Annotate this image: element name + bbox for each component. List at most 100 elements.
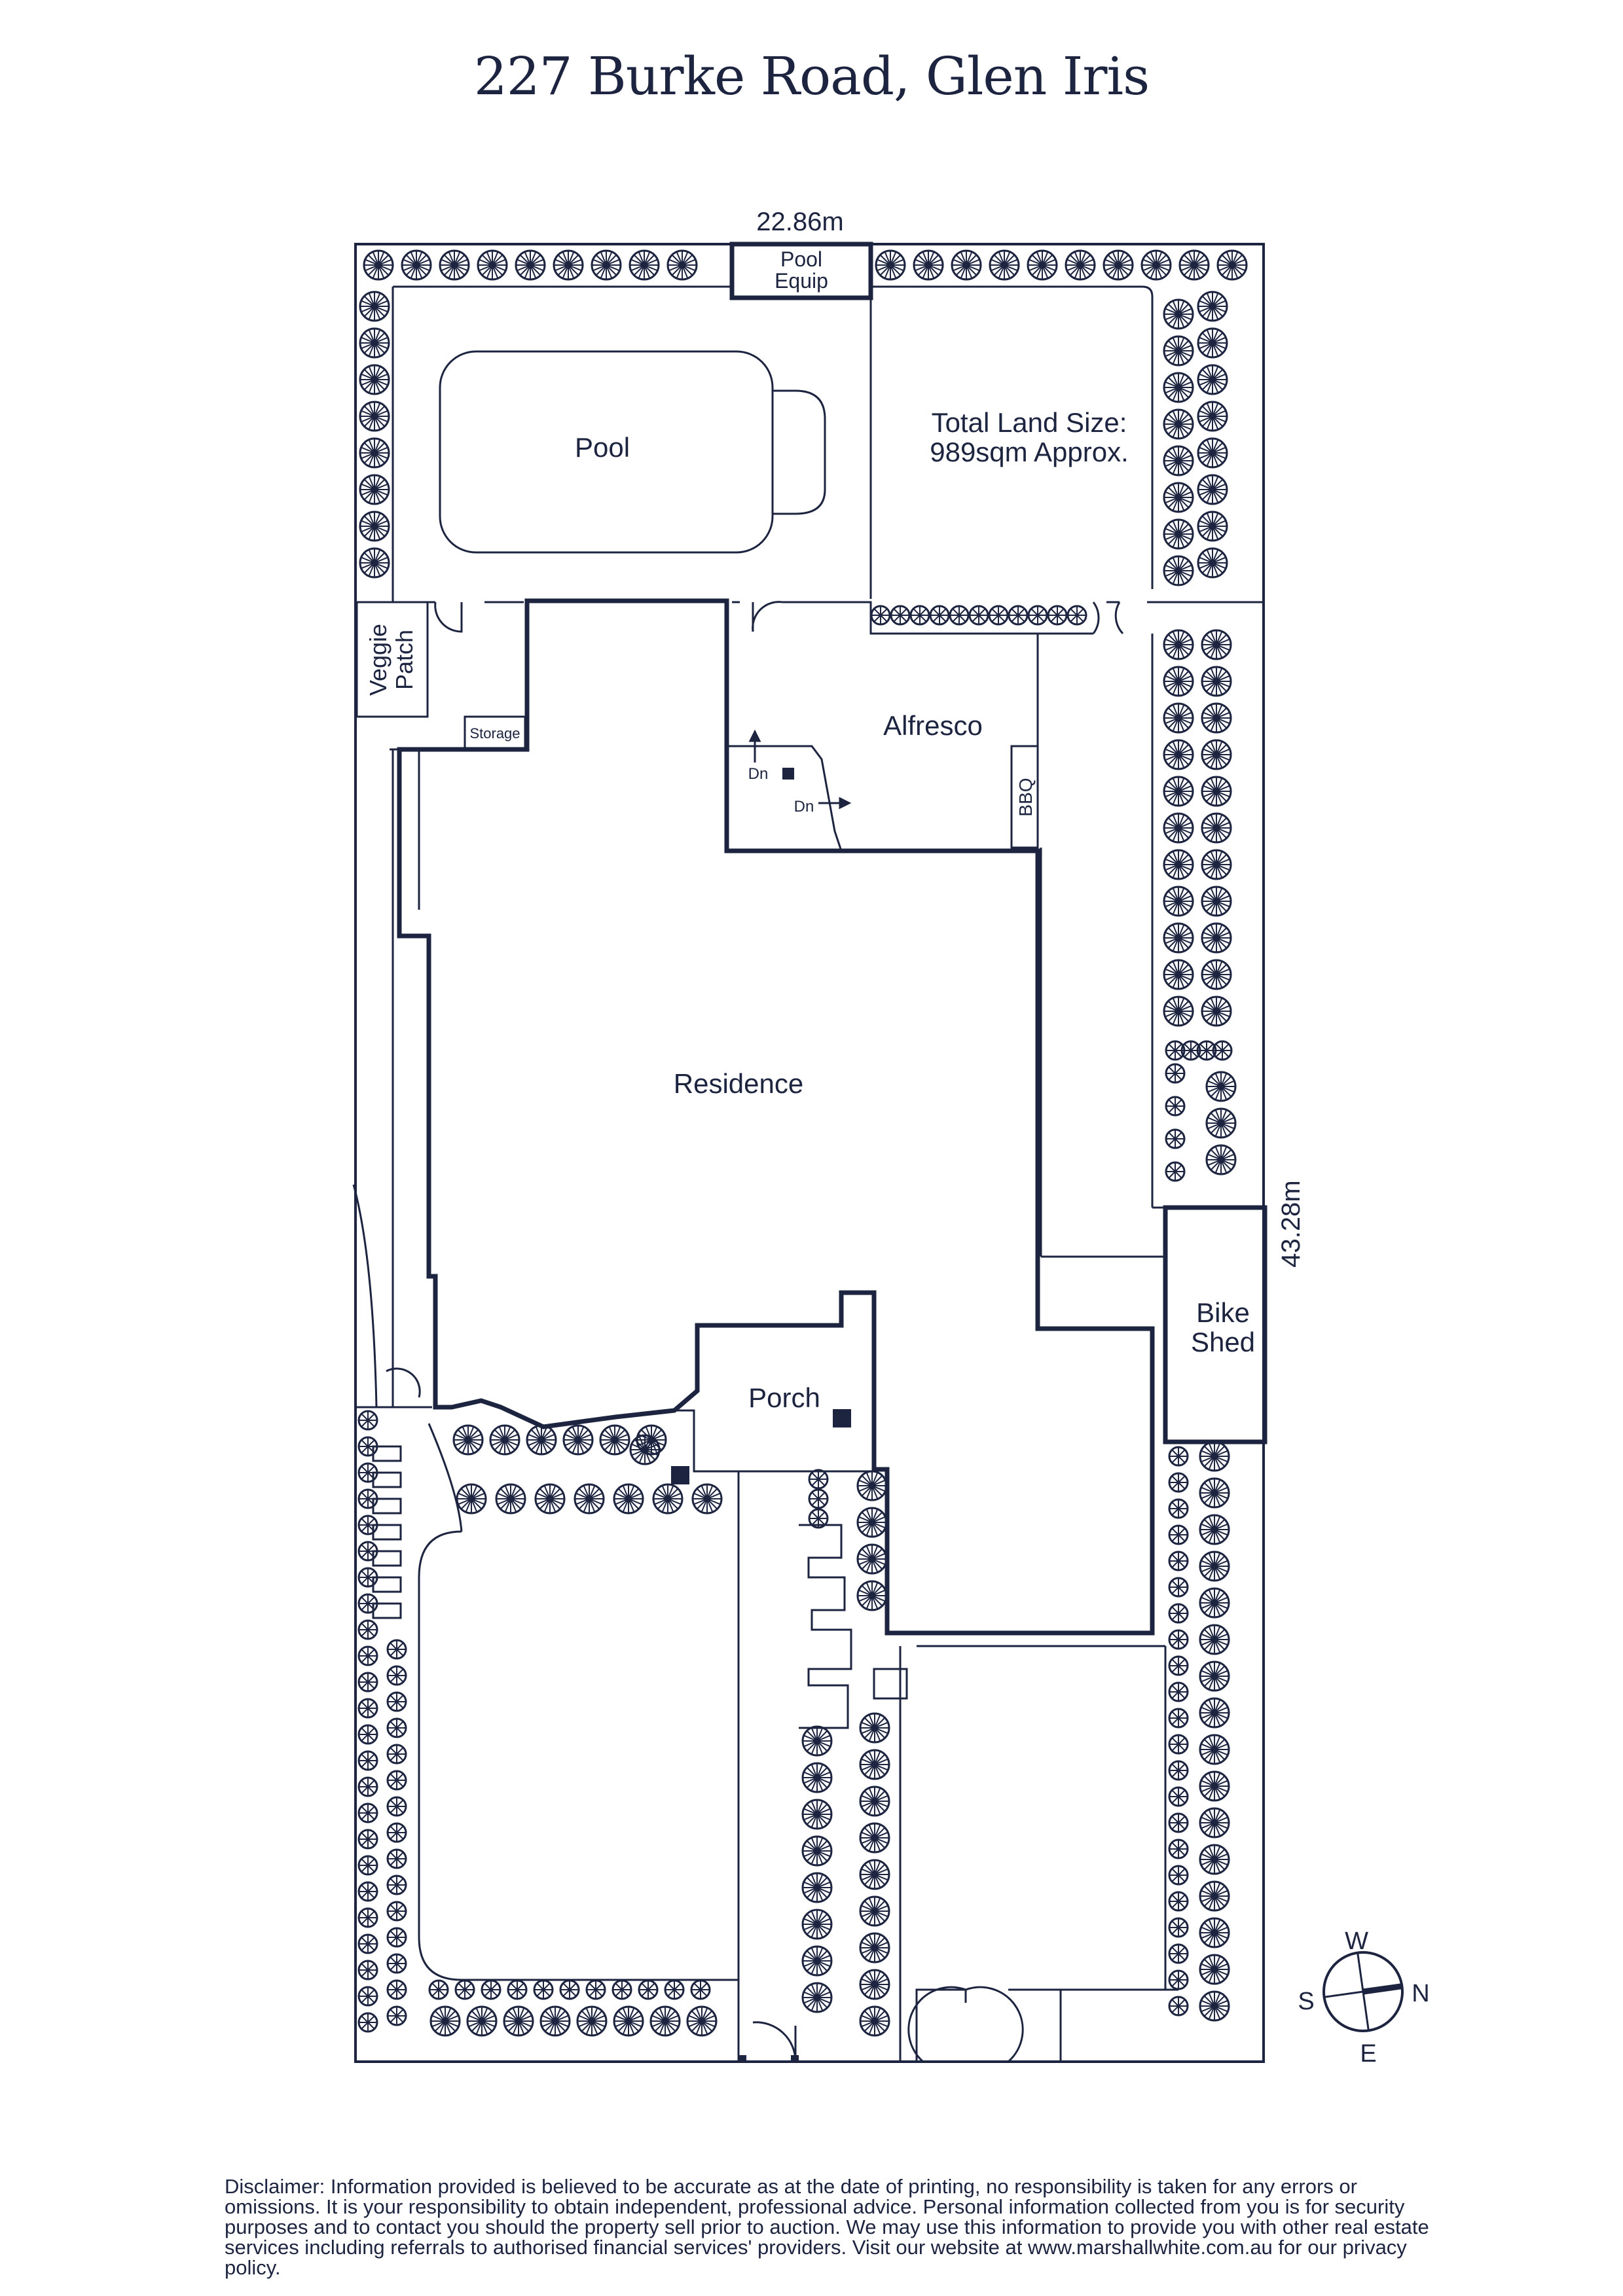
tree-icon <box>951 249 982 281</box>
tree-icon <box>576 2005 608 2037</box>
tree-icon <box>856 1470 888 1501</box>
shrub-icon <box>357 1829 378 1850</box>
tree-icon <box>495 1483 526 1515</box>
shrub-icon <box>1168 1969 1189 1990</box>
shrub-icon <box>357 1803 378 1823</box>
tree-icon <box>1199 1880 1230 1912</box>
porch-label: Porch <box>748 1382 820 1413</box>
tree-icon <box>801 1835 833 1867</box>
veggie-label-1: Veggie <box>365 624 392 696</box>
tree-icon <box>1197 327 1228 359</box>
tree-icon <box>515 249 546 281</box>
page-title: 227 Burke Road, Glen Iris <box>473 46 1150 107</box>
shrub-icon <box>357 1724 378 1745</box>
tree-icon <box>1163 776 1194 807</box>
stepping-stones <box>372 1445 402 1619</box>
land-size-label-2: 989sqm Approx. <box>930 437 1129 467</box>
shrub-icon <box>357 1933 378 1954</box>
shrub-icon <box>386 1848 407 1869</box>
shrub-icon <box>386 1822 407 1843</box>
residence-outline <box>397 598 1155 1636</box>
shrub-icon <box>1168 1681 1189 1702</box>
tree-icon <box>1205 1107 1237 1139</box>
tree-icon <box>429 2005 461 2037</box>
tree-icon <box>1201 739 1232 770</box>
compass-east: E <box>1360 2040 1376 2068</box>
tree-icon <box>526 1424 557 1456</box>
shrub-icon <box>1168 1996 1189 2017</box>
shrub-icon <box>1168 1708 1189 1729</box>
tree-icon <box>859 2005 890 2037</box>
tree-icon <box>1163 445 1194 476</box>
tree-icon <box>1163 922 1194 954</box>
tree-icon <box>801 1799 833 1830</box>
tree-icon <box>859 1969 890 2000</box>
tree-icon <box>1201 702 1232 734</box>
tree-icon <box>1163 555 1194 586</box>
alfresco-label: Alfresco <box>883 710 983 741</box>
compass: W S N E <box>1298 1928 1429 2068</box>
shrub-icon <box>1168 1943 1189 1964</box>
tree-icon <box>1199 1551 1230 1582</box>
tree-icon <box>686 2005 718 2037</box>
tree-icon <box>1199 1917 1230 1948</box>
shrub-icon <box>1168 1498 1189 1519</box>
shrub-icon <box>638 1979 659 2000</box>
shrub-icon <box>357 1776 378 1797</box>
tree-icon <box>1201 886 1232 917</box>
tree-icon <box>401 249 432 281</box>
shrub-icon <box>890 605 911 626</box>
pool-equip-label-1: Pool <box>780 247 822 271</box>
tree-icon <box>913 249 944 281</box>
tree-icon <box>1201 922 1232 954</box>
shrub-icon <box>481 1979 501 2000</box>
shrub-icon <box>357 1986 378 2007</box>
shrub-icon <box>1165 1128 1186 1149</box>
shrub-icon <box>386 1953 407 1974</box>
shrub-icon <box>386 1927 407 1948</box>
bike-shed <box>1163 1205 1267 1444</box>
tree-icon <box>859 1749 890 1780</box>
tree-icon <box>439 249 470 281</box>
shrub-icon <box>1168 1812 1189 1833</box>
tree-icon <box>1199 1587 1230 1619</box>
tree-icon <box>1201 849 1232 880</box>
tree-icon <box>801 1909 833 1940</box>
tree-icon <box>539 2005 571 2037</box>
tree-icon <box>1199 1807 1230 1839</box>
residence-label: Residence <box>674 1068 803 1099</box>
tree-icon <box>456 1483 487 1515</box>
depth-dimension: 43.28m <box>1277 1180 1305 1267</box>
landscape-lines <box>352 285 1264 2063</box>
tree-icon <box>1163 335 1194 367</box>
compass-icon <box>1322 1951 1404 2032</box>
tree-icon <box>1199 1990 1230 2022</box>
shrub-icon <box>386 1979 407 2000</box>
bbq-label: BBQ <box>1015 778 1036 816</box>
veggie-label-2: Patch <box>391 630 418 690</box>
tree-icon <box>1163 702 1194 734</box>
shrub-icon <box>1168 1865 1189 1886</box>
shrub-icon <box>357 1855 378 1876</box>
tree-icon <box>1201 666 1232 697</box>
shrub-icon <box>386 1796 407 1817</box>
shrub-icon <box>386 1901 407 1922</box>
compass-south: S <box>1298 1988 1314 2015</box>
compass-west: W <box>1345 1928 1368 1955</box>
tree-icon <box>1027 249 1058 281</box>
tree-icon <box>1216 249 1248 281</box>
shrub-icon <box>357 1750 378 1771</box>
tree-icon <box>856 1543 888 1575</box>
bike-shed-label-2: Shed <box>1191 1327 1255 1357</box>
tree-icon <box>1201 959 1232 990</box>
stair-arrows <box>748 729 852 810</box>
shrub-icon <box>1168 1891 1189 1912</box>
shrub-icon <box>1168 1524 1189 1545</box>
frontage-dimension: 22.86m <box>756 207 843 236</box>
tree-icon <box>801 1872 833 1903</box>
tree-icon <box>363 249 394 281</box>
shrub-icon <box>808 1469 829 1490</box>
pool <box>439 350 774 554</box>
tree-icon <box>1199 1844 1230 1875</box>
